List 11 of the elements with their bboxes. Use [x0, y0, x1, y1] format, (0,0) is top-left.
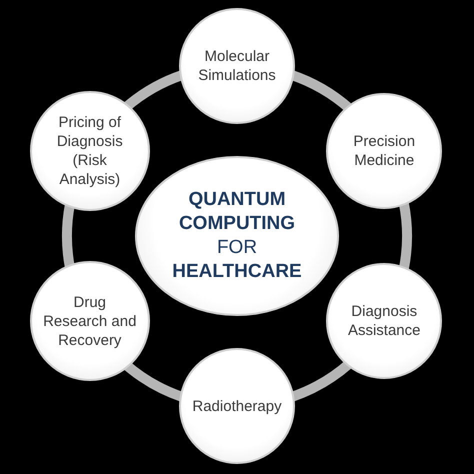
- hub-title: QUANTUM COMPUTING: [178, 188, 296, 236]
- topic-label: Pricing of Diagnosis (Risk Analysis): [56, 113, 124, 189]
- topic-label: Molecular Simulations: [197, 47, 277, 85]
- topic-label: Diagnosis Assistance: [346, 302, 422, 340]
- hub-title: HEALTHCARE: [171, 260, 303, 284]
- ring-connector: [398, 202, 412, 270]
- topic-label: Precision Medicine: [352, 132, 416, 170]
- ring-connector: [62, 204, 75, 268]
- topic-label: Drug Research and Recovery: [42, 292, 138, 350]
- hub-title: FOR: [216, 236, 258, 260]
- topic-label: Radiotherapy: [191, 396, 283, 416]
